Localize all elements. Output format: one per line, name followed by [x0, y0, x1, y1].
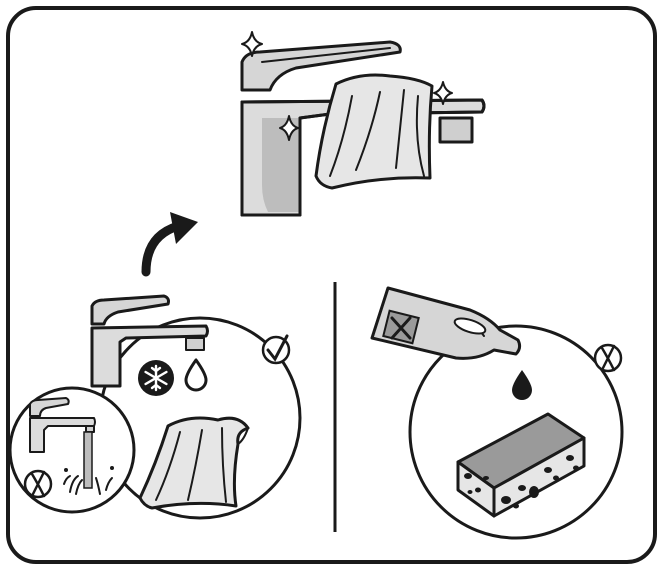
forbidden-cleaner-panel: [370, 286, 624, 540]
faucet-spout-shadow: [262, 118, 300, 212]
cleaner-drop: [512, 370, 532, 400]
water-stream: [83, 431, 93, 489]
allowed-cleaning-panel: [90, 294, 302, 520]
water-drop-icon: [184, 358, 208, 392]
sparkle-icon: [241, 31, 263, 57]
faucet-handle: [240, 40, 402, 92]
check-icon: [261, 334, 291, 365]
forbidden-splash-inset: [8, 386, 136, 514]
water-splash: [63, 475, 113, 495]
cleaner-bottle: [370, 286, 522, 360]
cross-icon: [23, 469, 53, 499]
top-faucet-illustration: [240, 31, 486, 217]
small-faucet-handle: [90, 294, 170, 326]
faucet-aerator: [438, 116, 474, 144]
inset-faucet: [29, 397, 70, 417]
cross-icon: [593, 343, 623, 373]
snowflake-icon: [138, 360, 174, 396]
sparkle-icon: [279, 115, 299, 141]
soft-cloth: [138, 416, 250, 510]
curved-arrow-icon: [141, 212, 198, 277]
sparkle-icon: [433, 81, 453, 105]
small-faucet-spout: [90, 324, 209, 388]
towel-draped: [314, 73, 434, 190]
scouring-sponge: [456, 412, 586, 518]
